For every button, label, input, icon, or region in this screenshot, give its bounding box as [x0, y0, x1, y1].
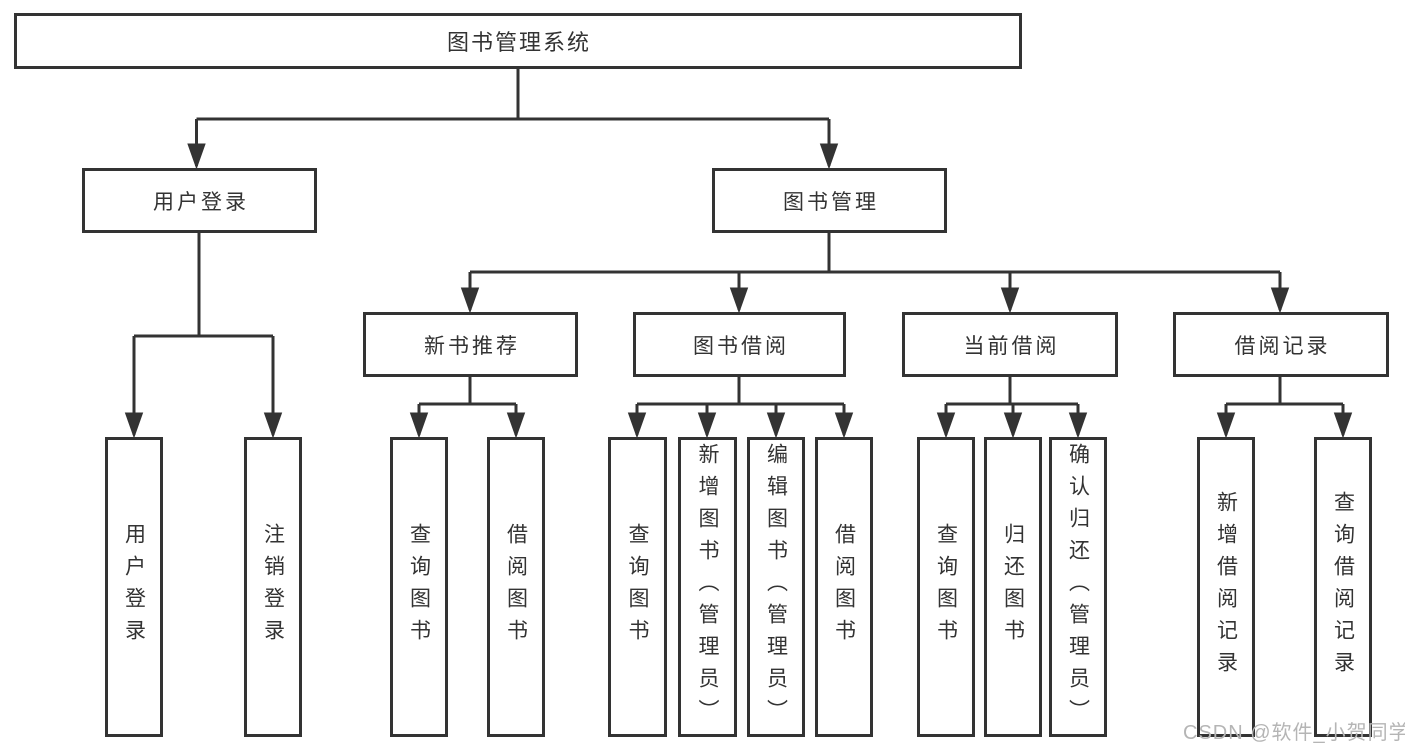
- node-book-mgmt: 图书管理: [712, 168, 947, 233]
- node-new-book-rec: 新书推荐: [363, 312, 578, 377]
- leaf-query-books-current: 查询图书: [917, 437, 975, 737]
- leaf-query-books-borrow: 查询图书: [608, 437, 667, 737]
- node-root: 图书管理系统: [14, 13, 1022, 69]
- leaf-borrow-books-rec: 借阅图书: [487, 437, 545, 737]
- node-user-login: 用户登录: [82, 168, 317, 233]
- node-book-borrow: 图书借阅: [633, 312, 846, 377]
- leaf-borrow-books: 借阅图书: [815, 437, 873, 737]
- node-borrow-records: 借阅记录: [1173, 312, 1389, 377]
- leaf-confirm-return-admin: 确认归还（管理员）: [1049, 437, 1107, 737]
- leaf-query-books-rec: 查询图书: [390, 437, 448, 737]
- node-current-borrow: 当前借阅: [902, 312, 1118, 377]
- leaf-add-book-admin: 新增图书（管理员）: [678, 437, 737, 737]
- watermark: CSDN @软件_小贺同学: [1183, 722, 1405, 744]
- leaf-edit-book-admin: 编辑图书（管理员）: [747, 437, 805, 737]
- leaf-add-borrow-record: 新增借阅记录: [1197, 437, 1255, 737]
- leaf-user-login: 用户登录: [105, 437, 163, 737]
- leaf-query-borrow-record: 查询借阅记录: [1314, 437, 1372, 737]
- leaf-return-book: 归还图书: [984, 437, 1042, 737]
- arrowheads: [124, 143, 1353, 439]
- leaf-logout: 注销登录: [244, 437, 302, 737]
